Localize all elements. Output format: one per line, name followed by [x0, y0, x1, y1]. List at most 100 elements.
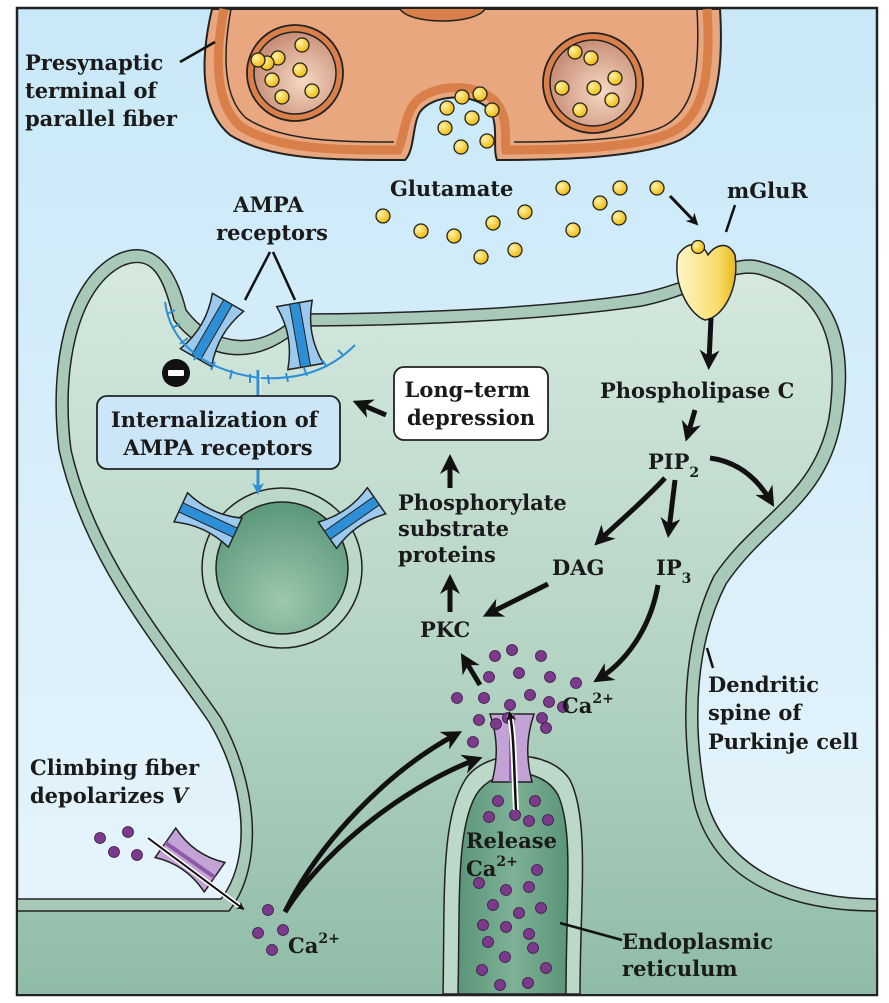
calcium-ion — [262, 904, 274, 916]
glutamate-molecules — [250, 37, 665, 265]
glutamate-molecule — [464, 110, 480, 126]
calcium-ion — [499, 951, 511, 963]
inhibition-icon — [162, 359, 190, 387]
calcium-ion — [506, 644, 518, 656]
calcium-ion — [473, 877, 485, 889]
label-dendritic-spine: Dendritic spine of Purkinje cell — [708, 672, 858, 754]
label-ampa-receptors: AMPA receptors — [216, 192, 328, 245]
label-ip3: IP3 — [656, 555, 691, 587]
calcium-ion — [473, 714, 485, 726]
calcium-ion — [523, 815, 535, 827]
glutamate-molecule — [507, 242, 523, 258]
calcium-ion — [487, 899, 499, 911]
glutamate-molecule — [567, 44, 583, 60]
calcium-ion — [527, 942, 539, 954]
glutamate-molecule — [604, 92, 620, 108]
calcium-ion — [477, 919, 489, 931]
label-ltd: Long–term depression — [405, 377, 538, 430]
label-pkc: PKC — [420, 617, 470, 642]
arrow-ip3-to-ca — [593, 584, 661, 683]
calcium-ion — [529, 795, 541, 807]
calcium-ion — [494, 979, 506, 991]
glutamate-molecule — [292, 62, 308, 78]
arrow-pip2-to-ip3 — [660, 479, 681, 538]
mglur-receptor — [676, 239, 737, 321]
arrow-ltd-to-internalization — [352, 399, 387, 418]
label-climbing-fiber: Climbing fiber depolarizes V — [30, 755, 207, 808]
calcium-ion — [500, 884, 512, 896]
calcium-ion — [504, 699, 516, 711]
label-release-ca: Ca2+ — [466, 854, 518, 881]
glutamate-molecule — [250, 52, 266, 68]
calcium-ion — [523, 881, 535, 893]
pointer-line-ampa-2 — [271, 251, 297, 301]
calcium-ion — [524, 689, 536, 701]
calcium-ion — [482, 936, 494, 948]
arrow-influx-to-release — [282, 754, 483, 914]
calcium-ion — [483, 811, 495, 823]
pointer-line-spine — [705, 647, 715, 669]
glutamate-molecule — [479, 133, 495, 149]
calcium-ion — [513, 667, 525, 679]
calcium-ion — [531, 864, 543, 876]
label-phosphorylate: Phosphorylate substrate proteins — [398, 490, 574, 567]
arrow-plc-to-pip2 — [681, 409, 701, 442]
calcium-ion — [540, 722, 552, 734]
glutamate-molecule — [473, 249, 489, 265]
label-pip2: PIP2 — [648, 449, 699, 481]
calcium-ion — [543, 696, 555, 708]
calcium-ion — [522, 977, 534, 989]
glutamate-molecule — [612, 180, 628, 196]
synaptic-vesicle-top — [399, 8, 486, 22]
glutamate-molecule — [294, 37, 310, 53]
arrow-glutamate-to-mglur — [668, 194, 699, 226]
calcium-ion — [489, 650, 501, 662]
glutamate-molecule — [453, 139, 469, 155]
calcium-ion — [490, 718, 502, 730]
calcium-ion — [492, 795, 504, 807]
arrow-influx-to-cytosol — [282, 731, 463, 914]
calcium-ion — [535, 650, 547, 662]
calcium-ion — [542, 814, 554, 826]
calcium-channel-plasma — [153, 826, 227, 894]
label-dag: DAG — [552, 555, 604, 580]
calcium-ion — [451, 692, 463, 704]
calcium-ion — [266, 944, 278, 956]
glutamate-molecule — [446, 228, 462, 244]
arrow-mglur-to-plc — [699, 317, 720, 370]
calcium-ion — [478, 692, 490, 704]
calcium-ion — [544, 671, 556, 683]
calcium-ion — [557, 701, 569, 713]
label-internalization: Internalization of AMPA receptors — [111, 407, 325, 460]
pointer-line-mglur — [724, 204, 737, 233]
glutamate-molecule — [375, 208, 391, 224]
calcium-ion — [500, 921, 512, 933]
calcium-ion — [108, 846, 120, 858]
glutamate-molecule — [517, 204, 533, 220]
glutamate-molecule — [413, 223, 429, 239]
glutamate-molecule — [565, 222, 581, 238]
calcium-ion — [131, 849, 143, 861]
glutamate-molecule — [484, 102, 500, 118]
label-presynaptic: Presynaptic terminal of parallel fiber — [25, 50, 178, 131]
glutamate-molecule — [649, 180, 665, 196]
glutamate-molecule — [583, 50, 599, 66]
pointer-line-er — [559, 921, 623, 942]
glutamate-molecule — [586, 80, 602, 96]
calcium-ions — [94, 644, 582, 991]
glutamate-molecule — [607, 70, 623, 86]
calcium-ion — [252, 927, 264, 939]
label-endoplasmic-reticulum: Endoplasmic reticulum — [622, 929, 780, 981]
endosome — [201, 487, 363, 649]
glutamate-molecule — [592, 195, 608, 211]
ampa-receptor-internalized — [317, 486, 387, 550]
calcium-ion — [513, 907, 525, 919]
calcium-ion — [570, 677, 582, 689]
label-ca-influx: Ca2+ — [288, 931, 340, 958]
glutamate-molecule — [472, 86, 488, 102]
glutamate-molecule — [485, 215, 501, 231]
label-ca-cytosol: Ca2+ — [562, 691, 614, 718]
calcium-ion — [536, 712, 548, 724]
arrow-pip2-to-dag — [594, 476, 667, 546]
